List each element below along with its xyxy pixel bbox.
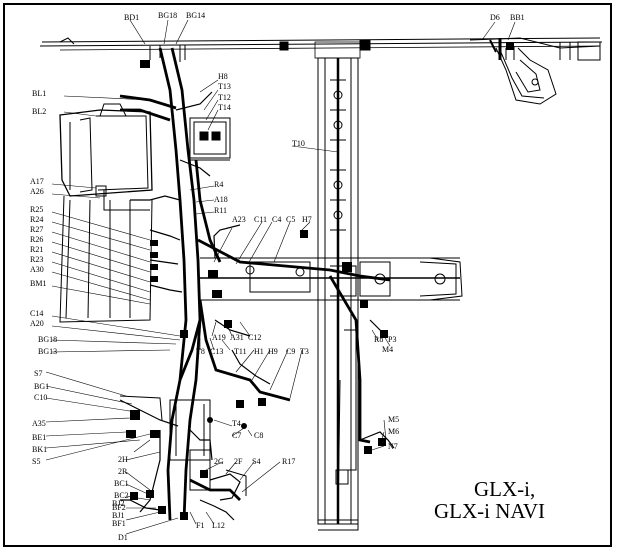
label-2g: 2G xyxy=(214,457,224,466)
variant-caption-line2: GLX-i NAVI xyxy=(434,499,546,523)
label-a23: A23 xyxy=(232,215,246,224)
label-2f: 2F xyxy=(234,457,243,466)
label-a35: A35 xyxy=(32,419,46,428)
label-h8: H8 xyxy=(218,72,228,81)
label-r26: R26 xyxy=(30,235,43,244)
label-m6: M6 xyxy=(388,427,399,436)
label-t3: T3 xyxy=(300,347,309,356)
connectors xyxy=(126,42,514,520)
right-bracket xyxy=(489,38,557,105)
label-r24: R24 xyxy=(30,215,43,224)
label-bc2: BC2 xyxy=(114,491,129,500)
label-c11: C11 xyxy=(254,215,267,224)
relay-box xyxy=(189,117,231,161)
label-r27: R27 xyxy=(30,225,43,234)
label-h1: H1 xyxy=(254,347,264,356)
label-l12: L12 xyxy=(212,521,225,530)
label-r8: R8 xyxy=(374,335,383,344)
label-bj1: BJ1 xyxy=(112,511,124,520)
label-h7: H7 xyxy=(302,215,312,224)
label-c9: C9 xyxy=(286,347,295,356)
label-t14: T14 xyxy=(218,103,231,112)
label-p3: P3 xyxy=(388,335,396,344)
component-labels: BD1 BG18 BG14 D6 BB1 H8 T13 T12 T14 BL1 … xyxy=(30,11,525,542)
label-bc1: BC1 xyxy=(114,479,129,488)
label-f1: F1 xyxy=(196,521,204,530)
label-bf1: BF1 xyxy=(112,519,126,528)
label-n7: N7 xyxy=(388,442,398,451)
label-r21: R21 xyxy=(30,245,43,254)
label-2h: 2H xyxy=(118,455,128,464)
label-t12: T12 xyxy=(218,93,231,102)
label-c10: C10 xyxy=(34,393,47,402)
label-bg18: BG18 xyxy=(38,335,57,344)
variant-caption-line1: GLX-i, xyxy=(474,477,536,501)
label-s4: S4 xyxy=(252,457,260,466)
label-bg14: BG14 xyxy=(186,11,205,20)
label-bg13: BG13 xyxy=(38,347,57,356)
label-d1: D1 xyxy=(118,533,128,542)
label-a30: A30 xyxy=(30,265,44,274)
label-m4: M4 xyxy=(382,345,393,354)
label-bj2: BJ2 xyxy=(112,499,124,508)
label-s7: S7 xyxy=(34,369,42,378)
label-c4: C4 xyxy=(272,215,281,224)
label-a26: A26 xyxy=(30,187,44,196)
label-a20: A20 xyxy=(30,319,44,328)
label-r23: R23 xyxy=(30,255,43,264)
label-bl2: BL2 xyxy=(32,107,46,116)
lower-assembly xyxy=(119,395,247,496)
left-module xyxy=(59,103,153,323)
label-t13: T13 xyxy=(218,82,231,91)
label-bf2: BF2 xyxy=(112,503,126,512)
label-bg1: BG1 xyxy=(34,382,49,391)
label-t4: T4 xyxy=(232,419,241,428)
label-bk1: BK1 xyxy=(32,445,47,454)
label-c7: C7 xyxy=(232,431,241,440)
label-t11: T11 xyxy=(234,347,247,356)
label-r4: R4 xyxy=(214,180,223,189)
label-a19: A19 xyxy=(212,333,226,342)
label-c13: C13 xyxy=(210,347,223,356)
label-bd1: BD1 xyxy=(124,13,139,22)
label-r11: R11 xyxy=(214,206,227,215)
label-m5: M5 xyxy=(388,415,399,424)
label-2r: 2R xyxy=(118,467,128,476)
label-a17: A17 xyxy=(30,177,44,186)
leader-lines xyxy=(45,19,516,535)
label-c12: C12 xyxy=(248,333,261,342)
label-bb1: BB1 xyxy=(510,13,525,22)
diagram-border xyxy=(3,3,612,547)
label-c5: C5 xyxy=(286,215,295,224)
label-r25: R25 xyxy=(30,205,43,214)
label-bg18-top: BG18 xyxy=(158,11,177,20)
label-h9: H9 xyxy=(268,347,278,356)
label-a31: A31 xyxy=(230,333,244,342)
label-s5: S5 xyxy=(32,457,40,466)
label-d6: D6 xyxy=(490,13,500,22)
label-c8: C8 xyxy=(254,431,263,440)
label-t8: T8 xyxy=(196,347,205,356)
label-c14: C14 xyxy=(30,309,43,318)
label-a18: A18 xyxy=(214,195,228,204)
central-column xyxy=(317,57,359,531)
label-bl1: BL1 xyxy=(32,89,46,98)
label-t10: T10 xyxy=(292,139,305,148)
label-r17: R17 xyxy=(282,457,295,466)
label-be1: BE1 xyxy=(32,433,46,442)
label-bm1: BM1 xyxy=(30,279,46,288)
